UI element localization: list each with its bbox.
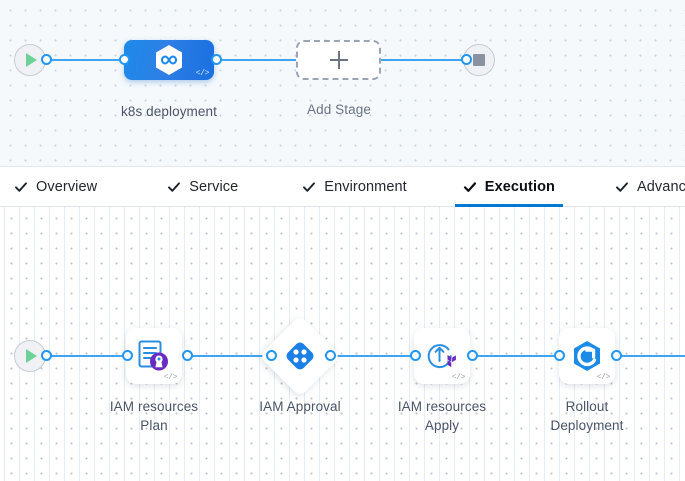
plus-icon [329, 51, 348, 69]
step-node-label-rollout-deployment: Rollout Deployment [550, 399, 624, 433]
step-plan-output-port[interactable] [182, 350, 193, 361]
connector-plan-to-approval [187, 355, 273, 357]
stage-code-badge[interactable]: </> [195, 69, 210, 78]
connector-approval-to-apply [330, 355, 416, 357]
check-icon [168, 181, 181, 192]
tab-service[interactable]: Service [149, 167, 256, 206]
stage-input-port[interactable] [119, 54, 130, 65]
add-stage-button[interactable] [296, 40, 381, 80]
stage-node-label: k8s deployment [121, 104, 217, 119]
step-code-badge[interactable]: </> [596, 373, 611, 382]
end-node-input-port[interactable] [461, 54, 472, 65]
tab-overview[interactable]: Overview [0, 167, 115, 206]
play-icon [26, 53, 37, 67]
tab-advanced[interactable]: Advanced [597, 167, 685, 206]
tab-advanced-label: Advanced [637, 178, 685, 195]
step-node-label-iam-resources-plan: IAM resources Plan [109, 399, 199, 433]
tab-execution-label: Execution [484, 178, 555, 195]
connector-start-to-stage [45, 59, 126, 61]
tab-environment[interactable]: Environment [284, 167, 425, 206]
harness-cd-icon [156, 45, 182, 75]
execution-start-output-port[interactable] [41, 350, 52, 361]
stage-tab-bar[interactable]: Overview Service Environment Execution [0, 166, 685, 207]
terraform-plan-icon [138, 340, 168, 371]
rollout-deploy-icon [574, 341, 600, 371]
tab-environment-label: Environment [324, 178, 407, 195]
add-stage-label: Add Stage [307, 102, 371, 117]
connector-rollout-to-next [615, 355, 685, 357]
start-node-output-port[interactable] [41, 54, 52, 65]
check-icon [303, 181, 316, 192]
step-apply-output-port[interactable] [467, 350, 478, 361]
stage-canvas[interactable]: </> k8s deployment Add Stage [0, 0, 685, 166]
execution-start-node[interactable] [14, 340, 46, 372]
step-plan-input-port[interactable] [122, 350, 133, 361]
step-rollout-input-port[interactable] [554, 350, 565, 361]
check-icon [463, 181, 476, 192]
stop-icon [473, 54, 485, 66]
connector-addstage-to-end [378, 59, 466, 61]
tab-execution[interactable]: Execution [445, 167, 573, 207]
step-code-badge[interactable]: </> [451, 373, 466, 382]
step-code-badge[interactable]: </> [163, 373, 178, 382]
stage-node-k8s-deployment[interactable]: </> [124, 40, 214, 80]
stage-output-port[interactable] [211, 54, 222, 65]
terraform-apply-icon [427, 344, 456, 369]
tab-service-label: Service [189, 178, 239, 195]
step-node-iam-resources-apply[interactable]: </> [414, 328, 470, 384]
step-rollout-output-port[interactable] [611, 350, 622, 361]
pipeline-start-node[interactable] [14, 44, 46, 76]
step-approval-input-port[interactable] [266, 350, 277, 361]
connector-apply-to-rollout [471, 355, 557, 357]
tab-overview-label: Overview [36, 178, 98, 195]
execution-canvas[interactable]: </> IAM resources Plan IAM Approval [0, 207, 685, 481]
play-icon [26, 349, 37, 363]
step-node-iam-resources-plan[interactable]: </> [126, 328, 182, 384]
check-icon [15, 181, 27, 192]
step-approval-output-port[interactable] [325, 350, 336, 361]
step-apply-input-port[interactable] [410, 350, 421, 361]
check-icon [616, 181, 628, 192]
step-node-label-iam-resources-apply: IAM resources Apply [397, 399, 487, 433]
connector-stage-to-addstage [216, 59, 302, 61]
connector-execstart-to-plan [45, 355, 131, 357]
step-node-rollout-deployment[interactable]: </> [559, 328, 615, 384]
step-node-label-iam-approval: IAM Approval [259, 399, 341, 414]
